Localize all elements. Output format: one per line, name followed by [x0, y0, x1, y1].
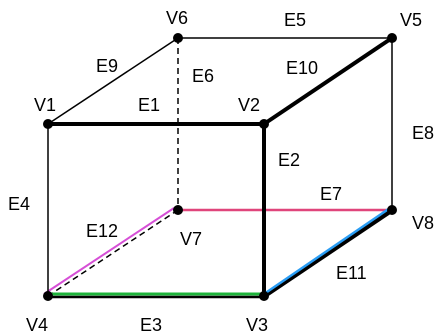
edge-label-e4: E4: [8, 194, 30, 214]
edge-label-e7: E7: [320, 184, 342, 204]
vertex-label-v5: V5: [400, 10, 422, 30]
edge-label-e3: E3: [140, 315, 162, 335]
edge-e11-highlight: [263, 206, 391, 296]
edge-e11: [262, 207, 394, 299]
edge-e10: [262, 36, 394, 126]
vertex-label-v7: V7: [180, 229, 202, 249]
vertex-dot-v8: [387, 205, 397, 215]
edge-label-e1: E1: [138, 95, 160, 115]
vertex-dot-v3: [259, 291, 269, 301]
vertex-dot-v7: [173, 205, 183, 215]
vertex-dot-v4: [43, 291, 53, 301]
edge-label-e6: E6: [192, 66, 214, 86]
vertex-label-v8: V8: [412, 213, 434, 233]
edge-e12-dashed: [47, 209, 179, 297]
edge-label-e8: E8: [412, 123, 434, 143]
vertex-label-v2: V2: [238, 95, 260, 115]
edge-label-e12: E12: [86, 221, 118, 241]
vertex-dot-v6: [173, 33, 183, 43]
edge-label-e5: E5: [284, 10, 306, 30]
edge-label-e11: E11: [336, 263, 367, 283]
vertex-label-v6: V6: [166, 8, 188, 28]
vertex-dot-v2: [259, 119, 269, 129]
edge-e9: [47, 37, 179, 125]
vertex-label-v4: V4: [26, 315, 48, 335]
edge-e12: [43, 207, 175, 295]
edge-label-e9: E9: [96, 56, 118, 76]
vertex-dot-v1: [43, 119, 53, 129]
vertex-label-v3: V3: [246, 315, 268, 335]
edge-label-e2: E2: [278, 150, 300, 170]
vertex-dot-v5: [387, 33, 397, 43]
vertex-label-v1: V1: [34, 95, 56, 115]
edge-label-e10: E10: [286, 58, 318, 78]
